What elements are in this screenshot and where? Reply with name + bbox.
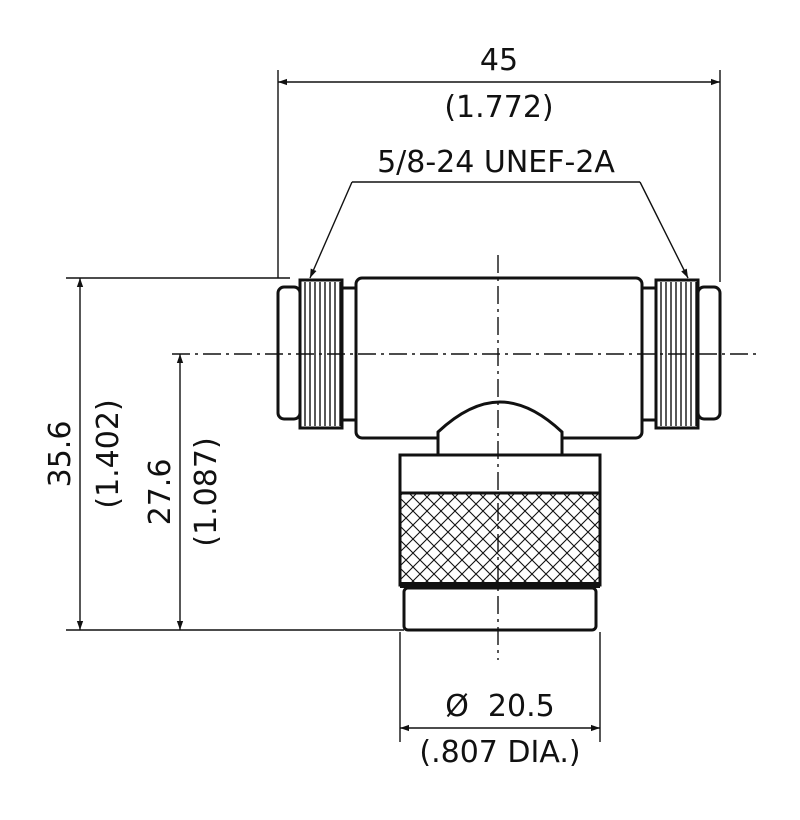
left-end-cap [276,285,302,421]
connector-body [276,276,722,440]
knurled-ring [398,491,602,587]
plug-end [402,586,598,632]
diameter-dimension: Ø 20.5 (.807 DIA.) [399,632,601,770]
height-total-mm-label: 35.6 [43,421,78,488]
thread-callout: 5/8-24 UNEF-2A [309,145,689,279]
height-center-mm-label: 27.6 [143,459,178,526]
tee-neck [436,400,564,457]
right-end-cap [696,285,722,421]
height-total-dimension: 35.6 (1.402) [43,277,404,631]
tee-branch [398,400,602,632]
height-center-dimension: 27.6 (1.087) [143,354,224,630]
hex-nut [398,453,602,495]
thread-label: 5/8-24 UNEF-2A [377,145,615,180]
height-total-inch-label: (1.402) [91,399,126,508]
diameter-mm-label: Ø 20.5 [445,689,554,724]
height-center-inch-label: (1.087) [189,437,224,546]
diameter-inch-label: (.807 DIA.) [419,735,580,770]
width-mm-label: 45 [480,43,518,78]
width-dimension: 45 (1.772) [277,43,721,282]
width-inch-label: (1.772) [444,90,553,125]
